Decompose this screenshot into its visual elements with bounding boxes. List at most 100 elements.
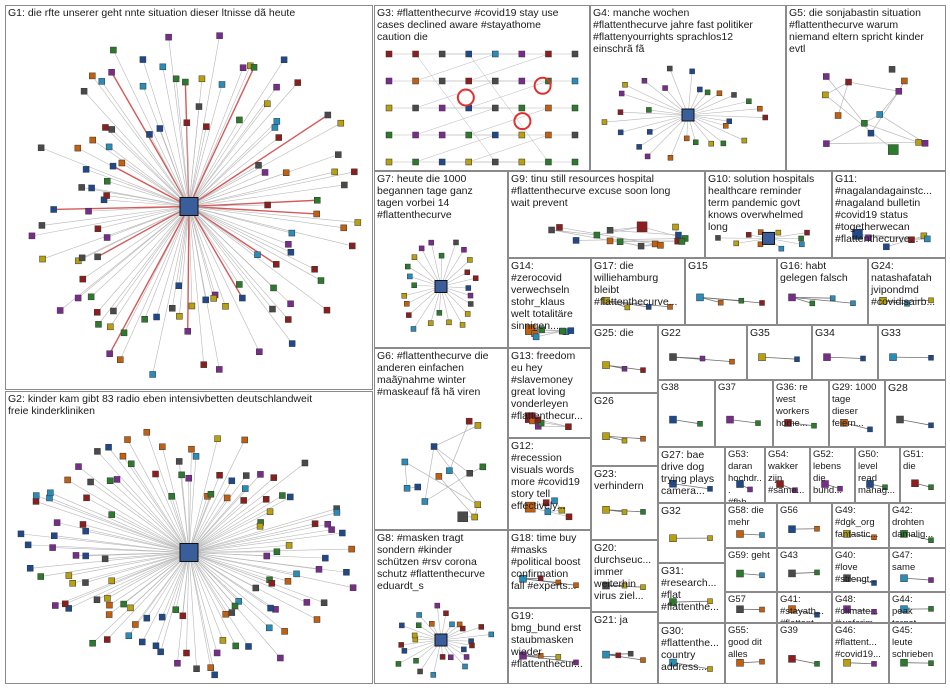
network-edge [430, 242, 442, 287]
network-node [269, 305, 276, 313]
network-node [430, 672, 437, 678]
network-node [103, 192, 110, 199]
network-node [850, 300, 856, 307]
network-node [82, 527, 89, 535]
network-node [438, 50, 446, 58]
network-node [28, 232, 36, 240]
network-edge [791, 608, 818, 616]
network-edge [188, 525, 261, 553]
network-node [823, 353, 831, 361]
network-node [518, 104, 526, 112]
network-edge [413, 286, 442, 330]
network-node [241, 485, 249, 492]
group-label: G21: ja [594, 614, 628, 626]
hub-node-icon [434, 633, 448, 647]
network-edge [156, 206, 190, 318]
network-edge [168, 37, 190, 207]
group-label: G12: #recession visuals words more #covi… [511, 440, 580, 512]
network-node [385, 158, 393, 166]
network-edge [188, 119, 240, 207]
network-node [198, 75, 206, 83]
network-edge [188, 548, 352, 553]
network-node [168, 493, 175, 500]
group-panel-g35: G35 [747, 325, 812, 380]
group-panel-g59: G59: geht [725, 548, 777, 592]
network-edge [127, 439, 190, 553]
network-edge [188, 206, 214, 299]
group-panel-g39: G39 [777, 623, 832, 684]
network-edge [155, 473, 190, 553]
group-label: G14: #zerocovid verwechseln stohr_klaus … [511, 260, 573, 332]
network-node [222, 303, 229, 310]
network-edge [155, 552, 190, 646]
network-edge [717, 237, 769, 239]
group-label: G44: peak target... [892, 594, 924, 622]
network-edge [620, 114, 689, 133]
network-node [465, 131, 472, 139]
network-edge [188, 59, 285, 207]
network-node [821, 480, 829, 488]
group-panel-g28: G28 [885, 380, 946, 447]
network-edge [188, 171, 335, 207]
network-g28 [896, 415, 934, 429]
network-node [621, 366, 628, 372]
network-edge [188, 552, 218, 654]
network-node [313, 616, 321, 623]
network-edge [188, 206, 328, 311]
network-edge [903, 577, 932, 581]
network-node [736, 659, 744, 667]
network-edge [188, 206, 315, 270]
network-node [401, 458, 409, 466]
network-node [214, 435, 221, 442]
network-edge [92, 552, 190, 644]
network-node [222, 610, 229, 618]
network-node [79, 275, 87, 283]
network-edge [605, 300, 671, 308]
network-node [492, 131, 499, 139]
network-node [178, 471, 185, 479]
group-label: G55: good dit alles [728, 625, 762, 660]
network-edge [78, 466, 190, 553]
group-label: G54: wakker zijn #same... [768, 449, 805, 496]
network-edge [85, 530, 190, 553]
network-edge [188, 552, 197, 669]
network-edge [92, 75, 190, 207]
network-node [843, 574, 851, 582]
network-node [82, 552, 89, 560]
network-node [618, 90, 625, 97]
network-edge [826, 356, 864, 359]
network-edge [119, 206, 190, 360]
network-node [418, 245, 425, 252]
network-node [871, 534, 877, 541]
network-node [759, 532, 765, 538]
network-edge [82, 206, 190, 259]
network-edge [162, 66, 190, 207]
network-node [814, 611, 820, 618]
network-node [865, 234, 872, 242]
network-edge [846, 577, 875, 584]
network-node [118, 159, 126, 167]
network-edge [670, 114, 689, 158]
network-node [866, 480, 874, 488]
network-node [343, 569, 350, 576]
network-node [736, 569, 744, 578]
network-node [657, 242, 664, 249]
network-node [340, 224, 347, 232]
network-node [65, 572, 73, 579]
network-edge [687, 71, 693, 116]
profile-avatar-icon [179, 543, 199, 562]
network-node [74, 144, 82, 152]
network-node [256, 348, 263, 356]
network-node [428, 239, 434, 246]
network-edge [188, 552, 267, 557]
network-node [427, 320, 434, 326]
network-node [56, 307, 64, 314]
network-node [467, 292, 474, 299]
network-edge [83, 91, 190, 207]
network-edge [188, 206, 289, 320]
network-node [108, 68, 115, 76]
network-node [406, 312, 412, 318]
network-g51 [911, 479, 934, 490]
network-edge [188, 121, 278, 207]
network-node [443, 610, 449, 617]
